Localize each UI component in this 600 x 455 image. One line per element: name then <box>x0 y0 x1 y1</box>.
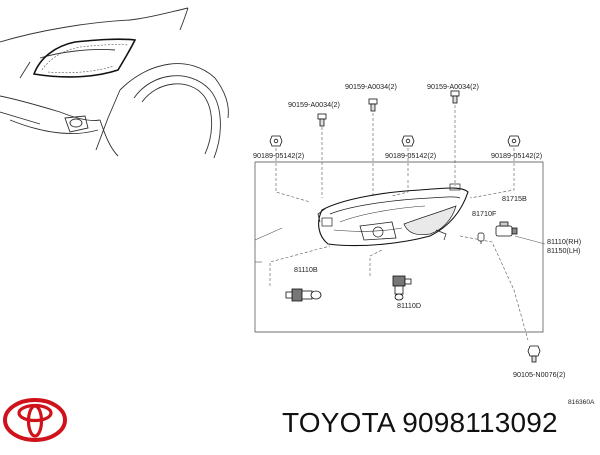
part-number: 9098113092 <box>402 407 558 438</box>
nut-left-icon <box>269 135 283 147</box>
car-headlamp-highlight <box>32 38 137 78</box>
screw-top-right-icon <box>450 90 460 104</box>
callout-lamp-small: 81710F <box>472 209 497 218</box>
screw-top-left-icon <box>317 113 327 127</box>
callout-nut-left: 90189-05142(2) <box>253 151 304 160</box>
callout-bolt-bottom: 90105-N0076(2) <box>513 370 565 379</box>
car-front-sketch <box>0 7 229 159</box>
screw-top-mid-icon <box>368 98 378 112</box>
callout-socket-upper: 81715B <box>502 194 527 203</box>
headlamp-assembly <box>317 183 469 247</box>
callout-headlamp-lh: 81150(LH) <box>547 246 580 255</box>
callout-nut-right: 90189-05142(2) <box>491 151 542 160</box>
callout-nut-mid: 90189-05142(2) <box>385 151 436 160</box>
callout-screw-top-left: 90159-A0034(2) <box>288 100 340 109</box>
callout-lines <box>254 227 546 263</box>
nut-mid-icon <box>401 135 415 147</box>
car-headlamp-inner <box>41 44 129 74</box>
leader-lines <box>269 100 529 341</box>
callout-headlamp-rh: 81110(RH) <box>547 237 581 246</box>
nut-right-icon <box>507 135 521 147</box>
toyota-logo-icon <box>3 398 67 442</box>
brand-caption: TOYOTA 9098113092 <box>282 406 558 440</box>
callout-bulb-mid: 81110D <box>397 301 421 310</box>
socket-81715b-icon <box>495 221 518 237</box>
callout-screw-top-mid: 90159-A0034(2) <box>345 82 397 91</box>
callout-screw-top-right: 90159-A0034(2) <box>427 82 479 91</box>
bolt-bottom-icon <box>527 345 541 363</box>
bulb-81110b-icon <box>285 288 322 302</box>
brand-name: TOYOTA <box>282 407 395 438</box>
diagram-code: 816360A <box>568 399 595 406</box>
lamp-81710f-icon <box>477 232 485 244</box>
assembly-boundary <box>254 161 544 333</box>
callout-bulb-left: 81110B <box>294 265 318 274</box>
bulb-81110d-icon <box>392 275 412 301</box>
